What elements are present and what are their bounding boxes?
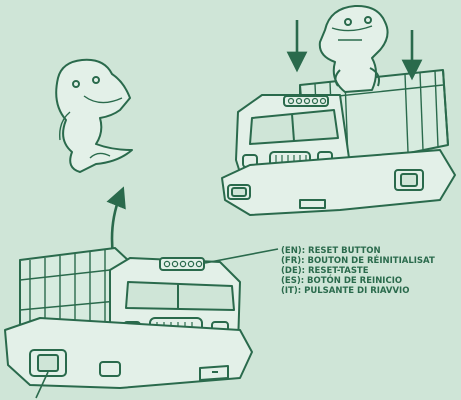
label-de: (DE): RESET-TASTE [281,266,461,276]
truck-top-right [222,70,455,215]
label-it: (IT): PULSANTE DI RIAVVIO [281,286,461,296]
dinosaur-removed [56,60,132,172]
label-en: (EN): RESET BUTTON [281,246,461,256]
reset-button-labels: (EN): RESET BUTTON (FR): BOUTON DE RÉINI… [281,246,461,296]
truck-bottom-left [5,248,252,388]
label-es: (ES): BOTÓN DE REINICIO [281,276,461,286]
label-fr: (FR): BOUTON DE RÉINITIALISAT [281,256,461,266]
